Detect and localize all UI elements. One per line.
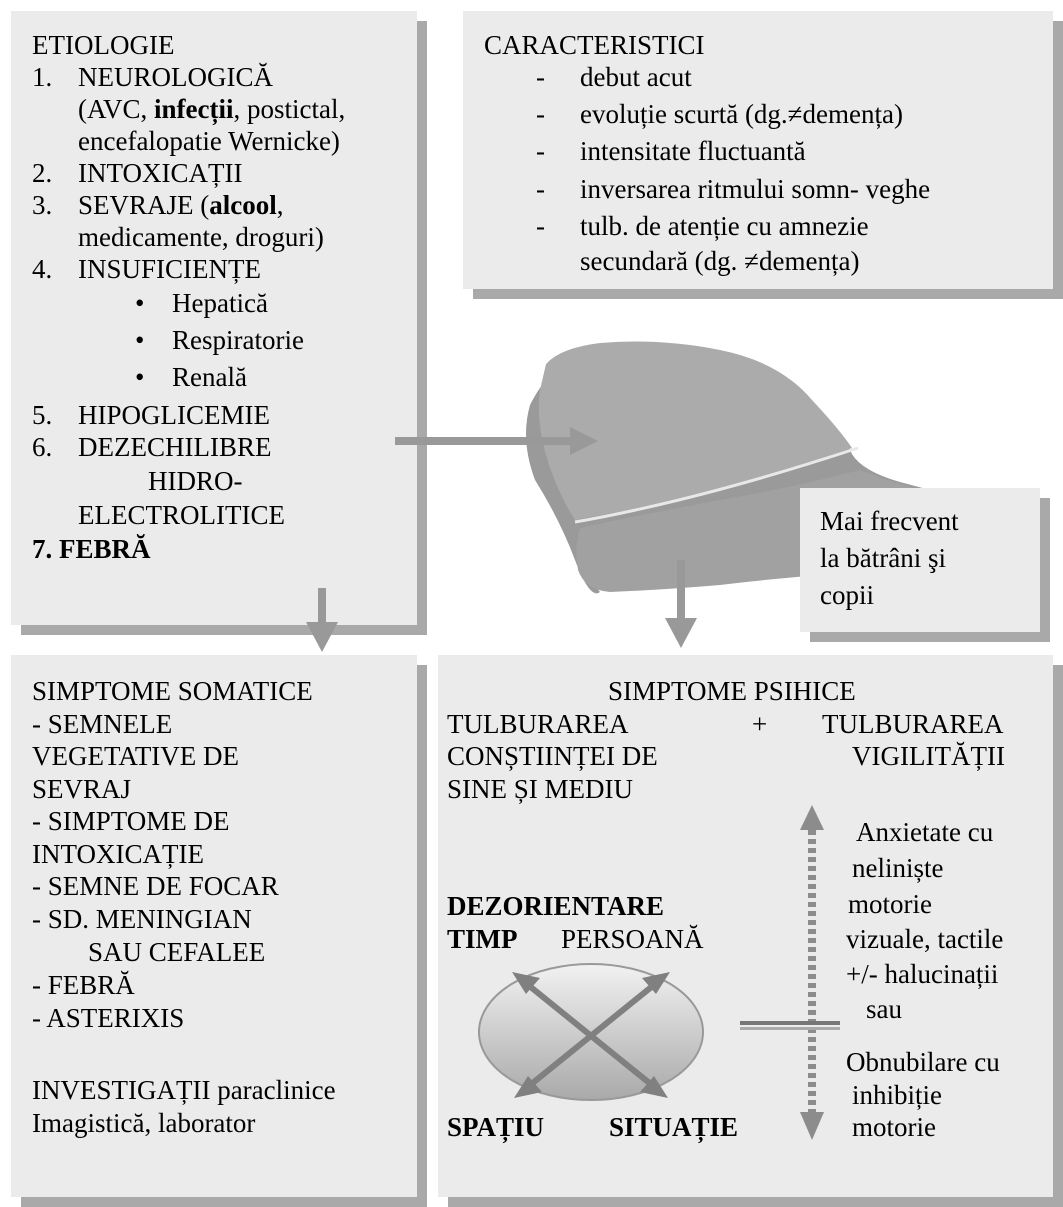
somatice-line: SAU CEFALEE [88,937,266,967]
caracteristici-item: debut acut [580,62,692,92]
anxietate-line: Anxietate cu [856,817,994,847]
obnubilare-line: Obnubilare cu [846,1047,1000,1077]
etiologie-number: 5. [32,400,53,430]
somatice-line: VEGETATIVE DE [32,741,240,771]
caracteristici-item: intensitate fluctuantă [580,136,806,166]
caracteristici-item: tulb. de atenție cu amnezie [580,211,869,241]
anxietate-line: neliniște [852,853,944,883]
arrow-etiology-to-brain [395,427,598,455]
psihice-left-line: CONȘTIINȚEI DE [447,741,658,771]
frecvent-line: la bătrâni şi [820,543,946,573]
etiologie-item: 7. FEBRĂ [32,534,151,564]
persoana-label: PERSOANĂ [561,924,704,954]
etiologie-number: 1. [32,62,53,92]
somatice-line: - SEMNELE [32,709,173,739]
etiologie-item-line: HIDRO- [148,466,243,496]
somatice-line: - FEBRĂ [32,970,135,1000]
dash-marker: - [536,62,545,92]
vigilance-double-arrow [800,805,824,1140]
investigatii-line: INVESTIGAȚII paraclinice [32,1075,336,1105]
anxietate-line: +/- halucinații [846,959,999,989]
situatie-label: SITUAȚIE [609,1112,739,1142]
dash-marker: - [536,99,545,129]
timp-label: TIMP [447,924,518,954]
caracteristici-item: inversarea ritmului somn- veghe [580,174,931,204]
orientation-ellipse [478,963,704,1101]
etiologie-title: ETIOLOGIE [32,30,175,60]
psihice-right-line: VIGILITĂȚII [852,741,1005,771]
etiologie-item: NEUROLOGICĂ [78,62,273,92]
plus-sign: + [752,709,768,739]
somatice-title: SIMPTOME SOMATICE [32,676,313,706]
frecvent-line: Mai frecvent [820,506,959,536]
etiologie-item: DEZECHILIBRE [78,432,272,462]
psihice-left-line: SINE ȘI MEDIU [447,774,633,804]
somatice-line: SEVRAJ [32,774,132,804]
caracteristici-item: evoluție scurtă (dg.≠demența) [580,99,903,129]
dash-marker: - [536,174,545,204]
etiologie-item: HIPOGLICEMIE [78,400,270,430]
arrow-etiology-to-somatic [306,588,338,652]
anxietate-line: sau [866,994,902,1024]
investigatii-line: Imagistică, laborator [32,1108,256,1138]
brain-shape-top [538,341,852,520]
dash-marker: - [536,211,545,241]
etiologie-subitem: Respiratorie [172,325,304,355]
frecvent-line: copii [820,580,874,610]
dezorientare-label: DEZORIENTARE [447,891,665,921]
etiologie-subitem: Hepatică [172,288,268,318]
etiologie-box [11,11,417,625]
bullet-icon: • [135,362,145,392]
dash-marker: - [536,136,545,166]
etiologie-item: SEVRAJE (alcool, [78,190,284,220]
etiologie-number: 3. [32,190,53,220]
obnubilare-line: motorie [852,1112,936,1142]
etiologie-number: 6. [32,432,53,462]
psihice-right-line: TULBURAREA [822,709,1004,739]
etiologie-item-line: medicamente, droguri) [78,222,324,252]
etiologie-subitem: Renală [172,362,247,392]
somatice-line: - SD. MENINGIAN [32,904,252,934]
brain-fold-line [574,446,859,524]
somatice-line: - SIMPTOME DE [32,806,230,836]
psihice-box [438,655,1053,1197]
connector-line [740,1021,840,1030]
caracteristici-title: CARACTERISTICI [484,30,705,60]
psihice-left-line: TULBURAREA [447,709,629,739]
psihice-title: SIMPTOME PSIHICE [608,676,856,706]
somatice-line: - ASTERIXIS [32,1003,185,1033]
etiologie-item: INSUFICIENȚE [78,254,261,284]
etiologie-item-line: encefalopatie Wernicke) [78,126,340,156]
etiologie-item: INTOXICAȚII [78,158,243,188]
bullet-icon: • [135,288,145,318]
caracteristici-box [463,11,1053,289]
anxietate-line: vizuale, tactile [846,924,1004,954]
frecvent-box [800,488,1040,632]
bullet-icon: • [135,325,145,355]
etiologie-item-line: (AVC, infecții, postictal, [78,94,346,124]
spatiu-label: SPAȚIU [447,1112,545,1142]
somatice-box [11,655,417,1197]
obnubilare-line: inhibiție [852,1080,942,1110]
etiologie-number: 4. [32,254,53,284]
somatice-line: - SEMNE DE FOCAR [32,871,279,901]
etiologie-item-line: ELECTROLITICE [78,500,285,530]
somatice-line: INTOXICAȚIE [32,839,204,869]
etiologie-number: 2. [32,158,53,188]
caracteristici-item: secundară (dg. ≠demența) [580,246,860,276]
arrow-brain-to-psihice [665,560,697,648]
anxietate-line: motorie [848,889,932,919]
